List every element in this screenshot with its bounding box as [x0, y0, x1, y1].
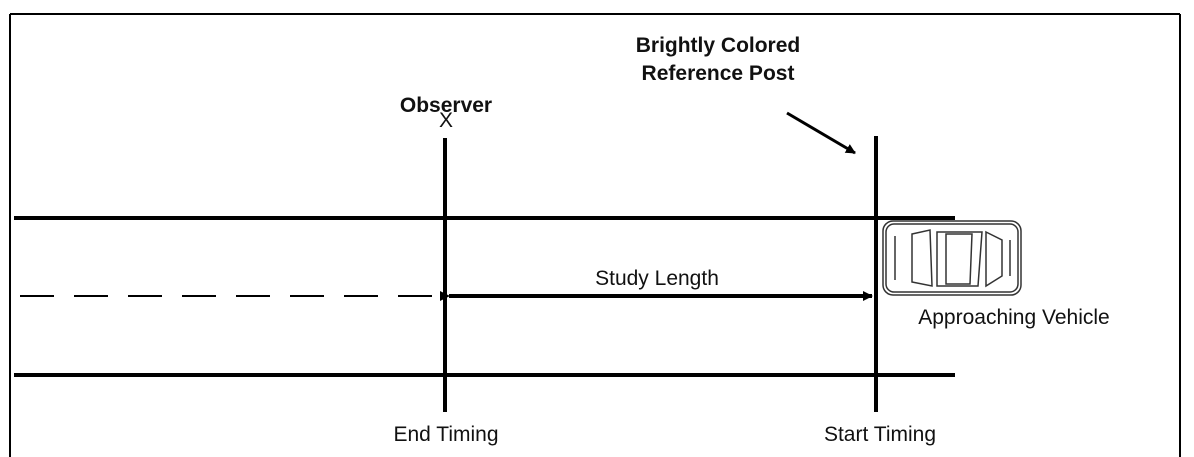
- end-timing-label: End Timing: [393, 423, 498, 446]
- car-icon: [882, 220, 1022, 296]
- start-timing-label: Start Timing: [824, 423, 936, 446]
- reference-post-label-line1: Brightly Colored: [636, 34, 801, 57]
- diagram-frame: [9, 13, 1181, 457]
- reference-post-pointer-arrow: [786, 111, 856, 155]
- observer-label: Observer: [400, 94, 492, 117]
- study-length-label: Study Length: [595, 267, 719, 290]
- observer-x-mark: X: [439, 109, 453, 132]
- approaching-vehicle-label: Approaching Vehicle: [918, 306, 1109, 329]
- reference-post-label-line2: Reference Post: [642, 62, 795, 85]
